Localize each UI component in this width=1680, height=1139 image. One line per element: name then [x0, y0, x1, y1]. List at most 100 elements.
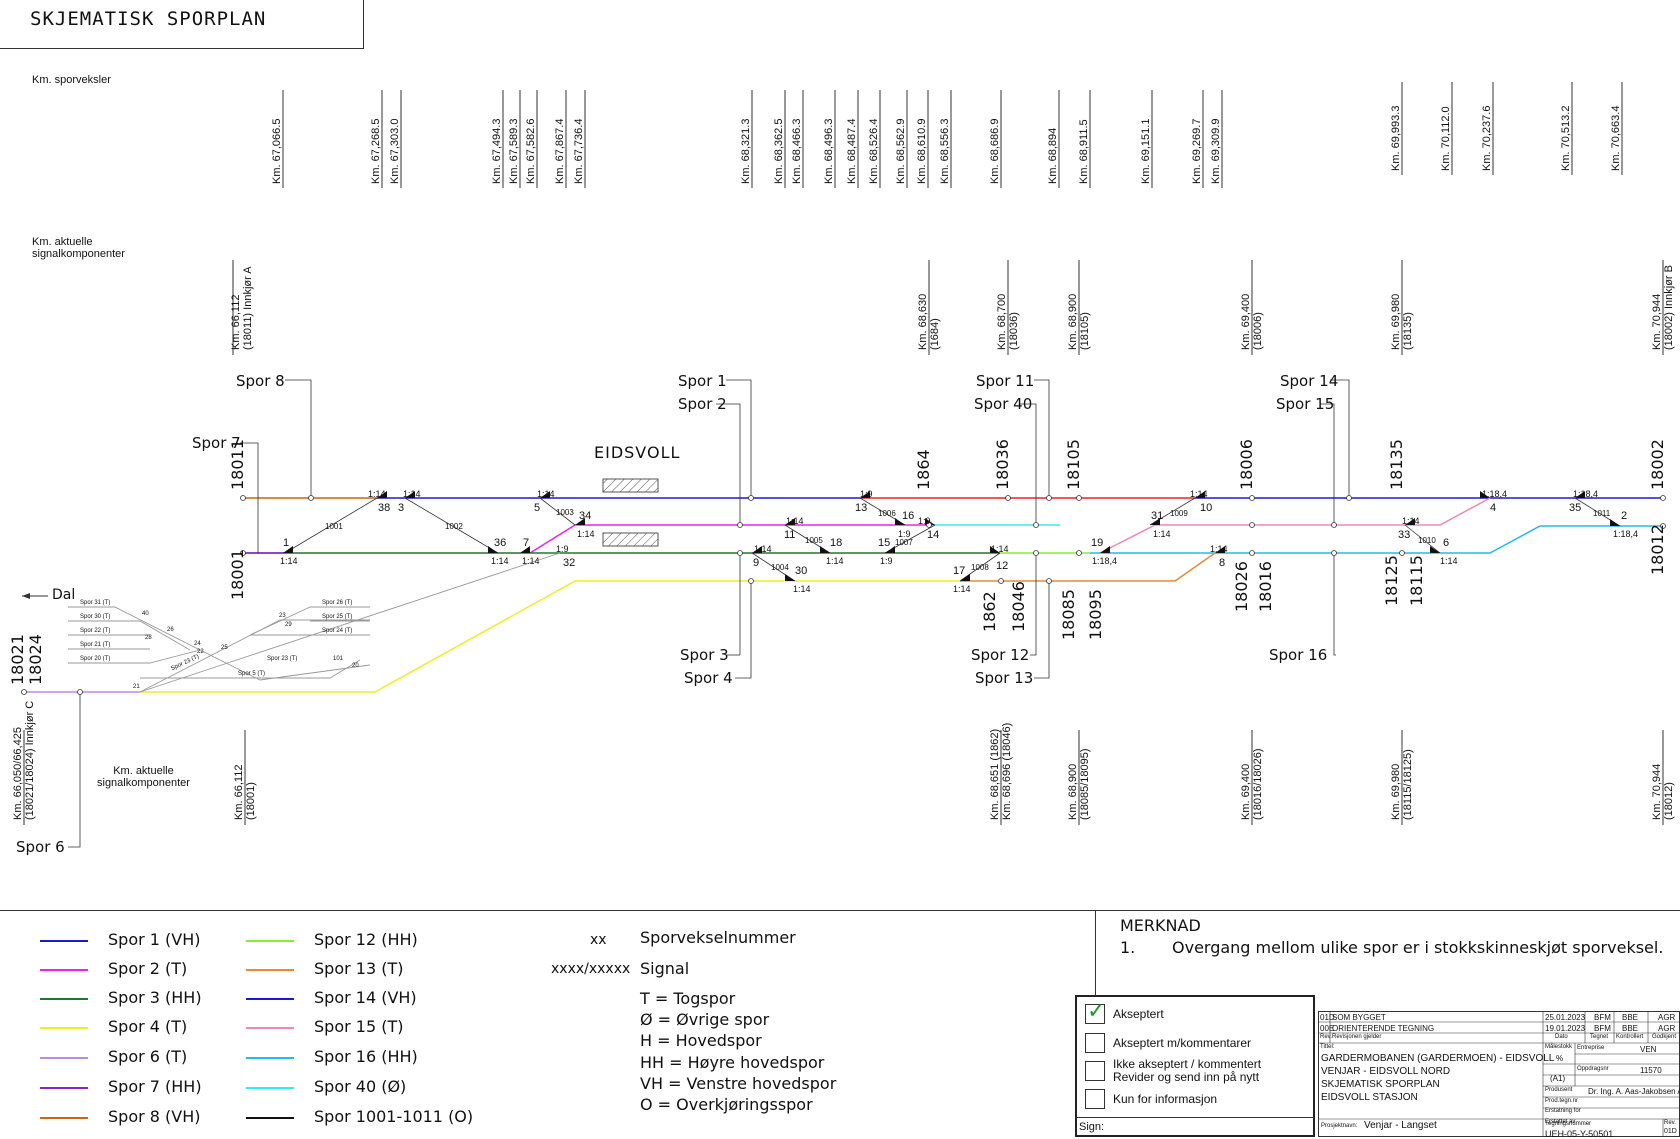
- signal-km-top: Km. 68,900 (18105): [1067, 293, 1091, 350]
- switch-km-label: Km. 68,487.4: [846, 118, 858, 184]
- yard-label: Spor 26 (T): [322, 600, 353, 606]
- yard-number: 25: [221, 645, 228, 651]
- ratio: 1:14: [577, 529, 595, 539]
- station-name: EIDSVOLL: [594, 443, 681, 462]
- yard-label: Spor 24 (T): [322, 628, 353, 634]
- signal-18095: 18095: [1086, 589, 1105, 640]
- platform-1: [602, 478, 659, 493]
- crossover-1003: 1003: [556, 508, 574, 517]
- yard-number: 21: [133, 684, 140, 690]
- signal-18016: 18016: [1256, 561, 1275, 612]
- abbr-h: H = Hovedspor: [640, 1031, 762, 1050]
- switch-km-label: Km. 70,112.0: [1440, 106, 1452, 171]
- km-aktuelle-bottom-line1: Km. aktuelle: [113, 765, 174, 777]
- switch-km-label: Km. 67,268.5: [370, 118, 382, 184]
- tb-rev1-a: BFM: [1594, 1013, 1611, 1022]
- switch-km-label: Km. 68,362.5: [773, 118, 785, 184]
- switch-38: 38: [378, 502, 391, 514]
- tb-oppdrag: Oppdragsnr: [1577, 1066, 1609, 1072]
- drawing-title: SKJEMATISK SPORPLAN: [30, 8, 267, 30]
- tb-hdr-godk: Godkjent: [1652, 1034, 1677, 1040]
- abbr-hh: HH = Høyre hovedspor: [640, 1053, 825, 1072]
- signal-km-top: Km. 68,700 (18036): [996, 293, 1020, 350]
- legend-swatch: [40, 1087, 88, 1089]
- legend-swatch: [40, 1027, 88, 1029]
- ratio: 1:14: [1190, 489, 1208, 499]
- crossover-1008: 1008: [971, 563, 989, 572]
- km-aktuelle-bottom-line2: signalkomponenter: [97, 777, 190, 789]
- tb-hdr-date: Dato: [1555, 1034, 1568, 1040]
- legend-swatch: [246, 940, 294, 942]
- ratio: 1:9: [880, 556, 893, 566]
- km-aktuelle-bottom-label: Km. aktuelle signalkomponenter: [97, 765, 190, 789]
- switch-km-label: Km. 68,321.3: [740, 118, 752, 184]
- signal-18085: 18085: [1059, 589, 1078, 640]
- ratio: 1:14: [522, 556, 540, 566]
- label-spor11: Spor 11: [976, 372, 1035, 390]
- legend-label: Spor 3 (HH): [108, 988, 202, 1007]
- checkbox-ikke-akseptert[interactable]: [1085, 1061, 1105, 1081]
- platform-2: [602, 532, 659, 547]
- sign-label: Sign:: [1079, 1121, 1105, 1133]
- checkbox-kun-informasjon[interactable]: [1085, 1089, 1105, 1109]
- signal-18105: 18105: [1064, 439, 1083, 490]
- crossover-1011: 1011: [1593, 509, 1611, 518]
- signal-km-bottom: Km. 66,112 (18001): [233, 764, 257, 820]
- km-aktuelle-top-line1: Km. aktuelle: [32, 236, 93, 248]
- switch-km-label: Km. 69,151.1: [1140, 118, 1152, 184]
- yard-label: Spor 31 (T): [80, 600, 111, 606]
- switch-1: 1: [283, 537, 290, 549]
- title-block-grid: [1318, 1011, 1680, 1137]
- abbr-vh: VH = Venstre hovedspor: [640, 1074, 837, 1093]
- switch-7: 7: [523, 537, 530, 549]
- legend-label: Spor 8 (VH): [108, 1107, 201, 1126]
- crossover-1001: 1001: [325, 522, 343, 531]
- abbr-t: T = Togspor: [640, 989, 736, 1008]
- switch-km-label: Km. 70,513.2: [1560, 105, 1572, 171]
- crossover-1006: 1006: [878, 509, 896, 518]
- signal-18021: 18021: [8, 634, 27, 685]
- switch-13: 13: [855, 502, 868, 514]
- dal-arrow: [22, 593, 48, 599]
- switch-km-label: Km. 68,911.5: [1078, 119, 1090, 184]
- yard-number: 24: [194, 641, 201, 647]
- tb-tegningsnr-val: UEH-05-Y-50501: [1545, 1129, 1614, 1139]
- signal-km-top: Km. 66,112 (18011) Innkjør A: [230, 266, 254, 350]
- tb-prodtegn: Prod.tegn.nr: [1545, 1098, 1579, 1104]
- track-spor16: [1090, 525, 1663, 554]
- ratio: 1:14: [1210, 544, 1228, 554]
- abbr-overkjoring: O = Overkjøringsspor: [640, 1095, 813, 1114]
- signal-km-top: Km. 68,630 (1684): [917, 293, 941, 350]
- signal-18006: 18006: [1237, 439, 1256, 490]
- switch-markers: [283, 491, 1620, 581]
- checkbox-akseptert-kommentarer[interactable]: [1085, 1033, 1105, 1053]
- symbol-xx-desc: Sporvekselnummer: [640, 928, 796, 947]
- signal-18001: 18001: [228, 549, 247, 600]
- legend-label: Spor 1 (VH): [108, 930, 201, 949]
- tb-entreprise: Entreprise: [1577, 1045, 1605, 1051]
- legend-label: Spor 15 (T): [314, 1017, 404, 1036]
- signal-km-bottom: Km. 69,980 (18115/18125): [1390, 749, 1414, 820]
- signal-18024: 18024: [26, 634, 45, 685]
- legend-label: Spor 16 (HH): [314, 1047, 418, 1066]
- checkbox-akseptert[interactable]: ✓: [1085, 999, 1105, 1024]
- check-icon: ✓: [1087, 999, 1106, 1024]
- legend-swatch: [246, 1027, 294, 1029]
- yard-label: Spor 20 (T): [80, 656, 111, 662]
- switch-km-label: Km. 70,663.4: [1610, 105, 1622, 171]
- ratio: 1:18,4: [1482, 489, 1508, 499]
- signal-1862: 1862: [980, 591, 999, 632]
- signal-km-ticks-top: [232, 260, 1664, 355]
- label-spor13: Spor 13: [975, 669, 1034, 687]
- switch-km-label: Km. 67,494.3: [491, 118, 503, 184]
- ratio: 1:14: [1153, 529, 1171, 539]
- ratio: 1:14: [280, 556, 298, 566]
- tb-line1: GARDERMOBANEN (GARDERMOEN) - EIDSVOLL: [1321, 1053, 1555, 1064]
- switch-5: 5: [534, 502, 541, 514]
- crossover-1005: 1005: [805, 536, 823, 545]
- yard-label: Spor 22 (T): [80, 628, 111, 634]
- signal-18011: 18011: [228, 439, 247, 490]
- tb-produsent-val: Dr. Ing. A. Aas-Jakobsen AS: [1588, 1087, 1680, 1096]
- signal-18012: 18012: [1648, 524, 1667, 575]
- ratio: 1:14: [793, 584, 811, 594]
